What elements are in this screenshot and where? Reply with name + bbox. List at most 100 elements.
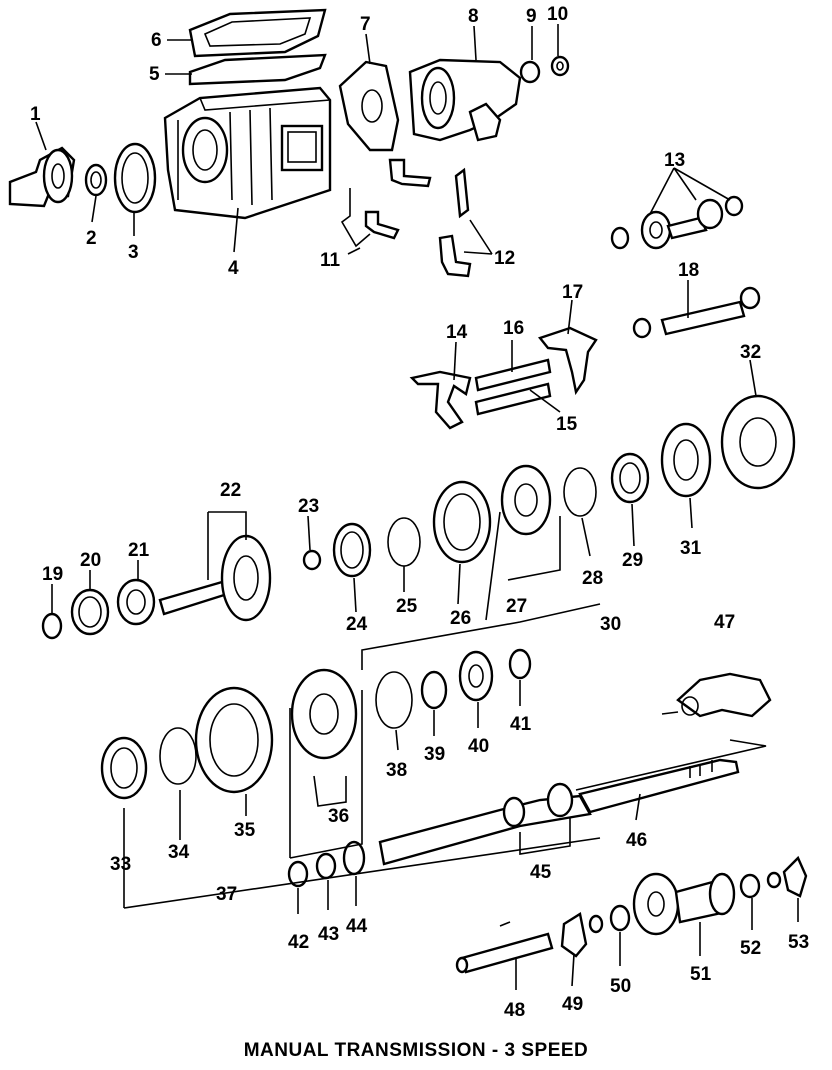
callout-31: 31 xyxy=(680,538,702,559)
part-43-washer xyxy=(315,852,337,880)
callout-9: 9 xyxy=(526,6,537,27)
callout-19: 19 xyxy=(42,564,63,585)
part-8-extension-housing xyxy=(408,58,522,142)
callout-27: 27 xyxy=(506,596,527,617)
part-49-thrust-washer xyxy=(560,912,588,958)
part-23-bearing-rollers xyxy=(302,549,322,571)
callout-45: 45 xyxy=(530,862,552,883)
part-3-gasket xyxy=(113,142,157,214)
callout-1: 1 xyxy=(30,104,41,125)
part-52-washer xyxy=(739,871,782,899)
part-4-transmission-case xyxy=(163,86,332,220)
part-11-shift-levers xyxy=(340,158,432,248)
callout-40: 40 xyxy=(468,736,489,757)
part-21-bearing xyxy=(116,578,156,626)
callout-21: 21 xyxy=(128,540,150,561)
part-19-snap-ring xyxy=(41,612,63,640)
callout-29: 29 xyxy=(622,550,643,571)
part-12-interlock xyxy=(438,167,472,278)
callout-39: 39 xyxy=(424,744,445,765)
callout-42: 42 xyxy=(288,932,309,953)
callout-43: 43 xyxy=(318,924,339,945)
part-50-bearing xyxy=(588,904,631,934)
callout-17: 17 xyxy=(562,282,583,303)
part-31-gear xyxy=(660,422,712,498)
part-27-synchro-hub xyxy=(500,464,552,536)
callout-5: 5 xyxy=(149,64,160,85)
callout-50: 50 xyxy=(610,976,631,997)
callout-28: 28 xyxy=(582,568,603,589)
part-13-cluster-gear-shaft xyxy=(610,195,744,250)
part-7-extension-gasket xyxy=(338,60,400,152)
callout-44: 44 xyxy=(346,916,368,937)
callout-16: 16 xyxy=(503,318,524,339)
callout-30: 30 xyxy=(600,614,621,635)
part-41-bushing xyxy=(508,648,532,680)
callout-49: 49 xyxy=(562,994,583,1015)
part-22-input-shaft xyxy=(158,534,272,622)
callout-15: 15 xyxy=(556,414,578,435)
part-48-countershaft xyxy=(455,921,554,974)
callout-32: 32 xyxy=(740,342,761,363)
callout-47: 47 xyxy=(714,612,735,633)
callout-6: 6 xyxy=(151,30,162,51)
callout-35: 35 xyxy=(234,820,256,841)
part-2-seal xyxy=(84,163,108,197)
diagram-caption: MANUAL TRANSMISSION - 3 SPEED xyxy=(243,1040,589,1061)
callout-3: 3 xyxy=(128,242,139,263)
callout-18: 18 xyxy=(678,260,699,281)
callout-14: 14 xyxy=(446,322,468,343)
callout-41: 41 xyxy=(510,714,532,735)
part-45-46-output-shaft xyxy=(378,758,740,866)
part-9-bushing xyxy=(519,60,541,84)
part-5-cover-gasket xyxy=(188,53,327,86)
callout-37: 37 xyxy=(216,884,237,905)
part-39-snap-ring xyxy=(420,670,448,710)
callout-2: 2 xyxy=(86,228,97,249)
callout-23: 23 xyxy=(298,496,319,517)
callout-48: 48 xyxy=(504,1000,525,1021)
callout-34: 34 xyxy=(168,842,190,863)
callout-51: 51 xyxy=(690,964,712,985)
part-35-synchro-sleeve xyxy=(194,686,274,794)
callout-36: 36 xyxy=(328,806,349,827)
part-51-cluster-gear xyxy=(632,872,736,936)
exploded-parts-diagram: 1 2 3 4 5 6 7 8 9 10 11 12 13 18 14 16 1… xyxy=(8,4,809,1021)
part-6-top-cover xyxy=(188,8,327,58)
part-14-shift-fork xyxy=(409,370,472,430)
callout-46: 46 xyxy=(626,830,647,851)
part-40-gear xyxy=(458,650,494,702)
callout-10: 10 xyxy=(547,4,568,25)
part-42-washer xyxy=(287,860,309,888)
part-53-thrust-washer xyxy=(782,855,808,898)
part-36-synchro-hub xyxy=(290,668,358,760)
part-18-countershaft xyxy=(632,286,761,339)
part-24-synchro-ring xyxy=(332,522,372,578)
part-26-synchro-sleeve xyxy=(432,480,492,564)
callout-38: 38 xyxy=(386,760,407,781)
part-47-yoke xyxy=(676,672,772,718)
callout-22: 22 xyxy=(220,480,241,501)
part-29-synchro-ring xyxy=(610,452,650,504)
callout-20: 20 xyxy=(80,550,101,571)
callout-26: 26 xyxy=(450,608,471,629)
leader-lines xyxy=(35,24,799,990)
callout-53: 53 xyxy=(788,932,809,953)
part-34-snap-ring xyxy=(159,727,197,785)
callout-7: 7 xyxy=(360,14,371,35)
callout-11: 11 xyxy=(320,250,341,271)
callout-52: 52 xyxy=(740,938,761,959)
part-25-snap-ring xyxy=(387,517,421,567)
part-32-second-gear xyxy=(720,394,796,490)
callout-4: 4 xyxy=(228,258,239,279)
part-1-bearing-retainer xyxy=(8,146,76,208)
callout-labels: 1 2 3 4 5 6 7 8 9 10 11 12 13 18 14 16 1… xyxy=(30,4,809,1021)
callout-8: 8 xyxy=(468,6,479,27)
part-17-shift-fork xyxy=(537,326,598,396)
part-10-seal xyxy=(550,55,570,77)
callout-25: 25 xyxy=(396,596,418,617)
part-28-snap-ring xyxy=(563,467,597,517)
callout-13: 13 xyxy=(664,150,685,171)
part-38-snap-ring xyxy=(375,671,413,729)
callout-33: 33 xyxy=(110,854,131,875)
